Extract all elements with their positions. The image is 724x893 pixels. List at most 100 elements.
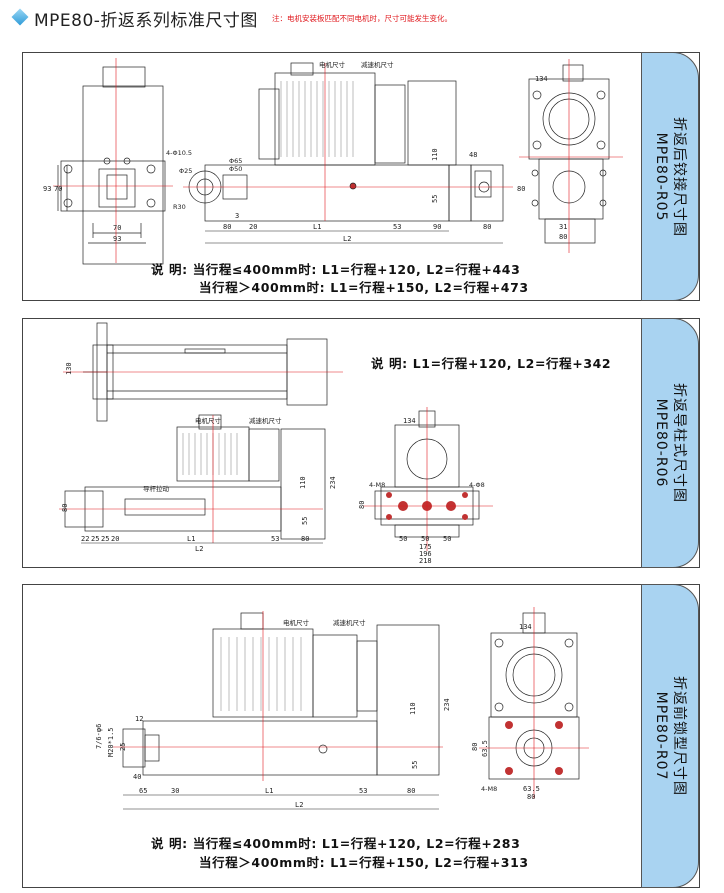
label-reducer-r06: 减速机尺寸 — [249, 416, 282, 425]
dim-55: 55 — [431, 195, 439, 203]
label-L1-r05: L1 — [313, 223, 321, 231]
dim-80-c: 80 — [517, 185, 525, 193]
dim-110-r07: 110 — [409, 702, 417, 715]
dim-m20-r07: M20*1.5 — [107, 727, 115, 757]
side-view-r07 — [122, 612, 440, 776]
panel-r07: 电机尺寸 减速机尺寸 12 7/6-φ6 M20*1.5 25 40 65 30… — [22, 584, 700, 888]
label-motor-r06: 电机尺寸 — [195, 416, 222, 425]
drawing-r07: 电机尺寸 减速机尺寸 12 7/6-φ6 M20*1.5 25 40 65 30… — [95, 607, 589, 810]
label-d65: Φ65 — [229, 157, 242, 165]
label-reducer-r05: 减速机尺寸 — [361, 60, 394, 69]
note-r06-line1: 说 明: L1=行程+120, L2=行程+342 — [371, 356, 612, 371]
dim-80-r06c: 80 — [358, 501, 366, 509]
tab-r07-code: MPE80-R07 — [653, 691, 669, 781]
dim-25a: 25 — [91, 535, 99, 543]
hole-markers-r07 — [505, 721, 563, 775]
dim-50c: 50 — [443, 535, 451, 543]
dim-234-r07: 234 — [443, 698, 451, 711]
label-motor-r05: 电机尺寸 — [319, 60, 346, 69]
panel-r05: 70 93 93 70 4-Φ10.5 — [22, 52, 700, 301]
dim-65-r07: 65 — [139, 787, 147, 795]
dim-134: 134 — [535, 75, 548, 83]
drawing-r06: 130 电机尺寸 减速机尺寸 导杆拉动 80 22 25 25 20 L1 53 — [59, 322, 493, 565]
dim-22: 22 — [81, 535, 89, 543]
label-holes-b-r06: 4-Φ8 — [469, 481, 485, 489]
note-r05-line2: 当行程＞400mm时: L1=行程+150, L2=行程+473 — [199, 280, 529, 295]
side-view-r05 — [188, 62, 504, 222]
tab-r05-cn: 折返后铰接尺寸图 — [671, 116, 687, 237]
label-L1-r06: L1 — [187, 535, 195, 543]
tab-r05-code: MPE80-R05 — [653, 132, 669, 221]
dim-70-bottom: 70 — [113, 224, 121, 232]
dim-80-r07a: 80 — [407, 787, 415, 795]
label-holes-a-r06: 4-M8 — [369, 481, 385, 489]
dim-53-r06: 53 — [271, 535, 279, 543]
note-r07-line1: 说 明: 当行程≤400mm时: L1=行程+120, L2=行程+283 — [151, 836, 521, 851]
label-L2-r07: L2 — [295, 801, 303, 809]
dim-80-b: 80 — [483, 223, 491, 231]
dim-63-5-r07b: 63.5 — [523, 785, 540, 793]
dim-110-r06: 110 — [299, 476, 307, 489]
dim-80-r06a: 80 — [61, 504, 69, 512]
diamond-bullet-icon — [11, 8, 29, 26]
label-screw-r06: 导杆拉动 — [143, 484, 170, 493]
dim-55-r06: 55 — [301, 517, 309, 525]
tab-r07-text: 折返前锁型尺寸图 MPE80-R07 — [652, 676, 688, 796]
page-title: MPE80-折返系列标准尺寸图 — [34, 11, 258, 31]
tab-r06: 折返导柱式尺寸图 MPE80-R06 — [641, 318, 699, 568]
dim-40-r07: 40 — [133, 773, 141, 781]
label-d25: Φ25 — [179, 167, 192, 175]
dim-63-5-r07a: 63.5 — [481, 740, 489, 757]
label-L2-r05: L2 — [343, 235, 351, 243]
dim-20: 20 — [249, 223, 257, 231]
dim-55-r07: 55 — [411, 761, 419, 769]
note-r07-line2: 当行程＞400mm时: L1=行程+150, L2=行程+313 — [199, 855, 529, 870]
tab-r06-cn: 折返导柱式尺寸图 — [671, 383, 687, 503]
dim-80-d: 80 — [559, 233, 567, 241]
label-thread-r07: 7/6-φ6 — [95, 724, 103, 749]
dim-175: 175 — [419, 543, 432, 551]
dim-48: 48 — [469, 151, 477, 159]
tab-r07: 折返前锁型尺寸图 MPE80-R07 — [641, 584, 699, 888]
tab-r06-text: 折返导柱式尺寸图 MPE80-R06 — [652, 383, 688, 503]
tab-r05-text: 折返后铰接尺寸图 MPE80-R05 — [652, 117, 688, 237]
label-r30: R30 — [173, 203, 186, 211]
label-holes-r05: 4-Φ10.5 — [166, 149, 192, 157]
left-view-r05 — [57, 66, 166, 265]
tab-r05: 折返后铰接尺寸图 MPE80-R05 — [641, 52, 699, 301]
dim-53: 53 — [393, 223, 401, 231]
dim-80-r07b: 80 — [471, 743, 479, 751]
header-note: 注：电机安装板匹配不同电机时，尺寸可能发生变化。 — [272, 14, 452, 23]
label-L1-r07: L1 — [265, 787, 273, 795]
dim-134-r06: 134 — [403, 417, 416, 425]
dim-25-r07: 25 — [119, 743, 127, 751]
drawing-r05: 70 93 93 70 4-Φ10.5 — [43, 58, 623, 265]
dim-20-r06: 20 — [111, 535, 119, 543]
dim-80-a: 80 — [223, 223, 231, 231]
label-d50: Φ50 — [229, 165, 242, 173]
tab-r06-code: MPE80-R06 — [653, 398, 669, 488]
dim-50b: 50 — [421, 535, 429, 543]
dim-80-r06b: 80 — [301, 535, 309, 543]
dim-196: 196 — [419, 550, 432, 558]
dim-93-side: 93 — [43, 185, 51, 193]
dim-90: 90 — [433, 223, 441, 231]
dim-50a: 50 — [399, 535, 407, 543]
dim-53-r07: 53 — [359, 787, 367, 795]
label-motor-r07: 电机尺寸 — [283, 618, 310, 627]
dim-30-r07: 30 — [171, 787, 179, 795]
label-holes-r07: 4-M8 — [481, 785, 497, 793]
dim-25b: 25 — [101, 535, 109, 543]
dim-234-r06: 234 — [329, 476, 337, 489]
dim-80-r07c: 80 — [527, 793, 535, 801]
tab-r07-cn: 折返前锁型尺寸图 — [671, 676, 687, 796]
dim-93-bottom: 93 — [113, 235, 121, 243]
dim-70-side: 70 — [54, 185, 62, 193]
note-r05-line1: 说 明: 当行程≤400mm时: L1=行程+120, L2=行程+443 — [151, 262, 521, 277]
dim-130: 130 — [65, 362, 73, 375]
page-header: MPE80-折返系列标准尺寸图 注：电机安装板匹配不同电机时，尺寸可能发生变化。 — [0, 0, 724, 40]
dim-218: 218 — [419, 557, 432, 565]
dim-12-r07: 12 — [135, 715, 143, 723]
label-reducer-r07: 减速机尺寸 — [333, 618, 366, 627]
label-L2-r06: L2 — [195, 545, 203, 553]
